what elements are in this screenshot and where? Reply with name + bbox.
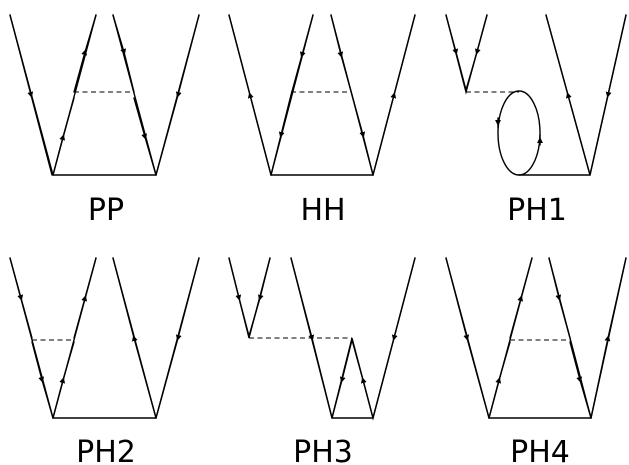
propagator-arrow [548, 257, 571, 339]
propagator-arrow [155, 14, 200, 176]
propagator-arrow [290, 14, 314, 96]
propagator-arrow [155, 257, 200, 419]
diagram-label-ph4: PH4 [510, 435, 570, 465]
propagator-arrow [445, 257, 490, 419]
diagram-pp: PP [9, 14, 200, 228]
diagram-label-ph2: PH2 [76, 435, 136, 465]
propagator-arrow [73, 14, 97, 93]
diagram-label-ph1: PH1 [507, 193, 567, 228]
propagator-arrow [569, 341, 592, 419]
propagator-arrow [112, 14, 135, 93]
diagram-label-hh: HH [300, 193, 345, 228]
propagator-arrow [270, 94, 292, 176]
diagram-ph4: PH4 [445, 257, 627, 465]
propagator-arrow [351, 94, 374, 176]
propagator-arrow [590, 257, 627, 419]
diagram-label-pp: PP [88, 193, 124, 228]
propagator-arrow [445, 14, 467, 91]
diagram-ph1: PH1 [445, 14, 627, 228]
propagator-arrow [330, 14, 353, 96]
propagator-arrow [228, 14, 272, 176]
propagator-arrow [73, 257, 97, 339]
propagator-arrow [31, 341, 54, 419]
propagator-arrow [589, 14, 627, 176]
bubble-loop [497, 90, 541, 176]
propagator-arrow [331, 339, 353, 419]
propagator-arrow [9, 14, 53, 176]
fermion-line [228, 257, 271, 339]
diagram-hh: HH [228, 14, 416, 228]
propagator-arrow [228, 257, 250, 337]
propagator-arrow [351, 339, 374, 419]
fermion-line [445, 14, 488, 95]
propagator-arrow [488, 341, 511, 419]
diagram-label-ph3: PH3 [293, 435, 353, 465]
propagator-arrow [112, 257, 157, 419]
propagator-arrow [545, 14, 591, 176]
fermion-line [545, 14, 627, 176]
propagator-arrow [248, 257, 271, 337]
propagator-arrow [465, 14, 488, 91]
propagator-arrow [372, 14, 416, 176]
propagator-arrow [133, 97, 157, 176]
propagator-arrow [509, 257, 533, 339]
propagator-arrow [52, 341, 75, 419]
propagator-arrow [290, 257, 333, 419]
diagram-ph2: PH2 [9, 257, 200, 465]
propagator-arrow [52, 97, 75, 176]
diagram-ph3: PH3 [228, 257, 416, 465]
propagator-arrow [9, 257, 33, 339]
propagator-arrow [372, 257, 416, 419]
